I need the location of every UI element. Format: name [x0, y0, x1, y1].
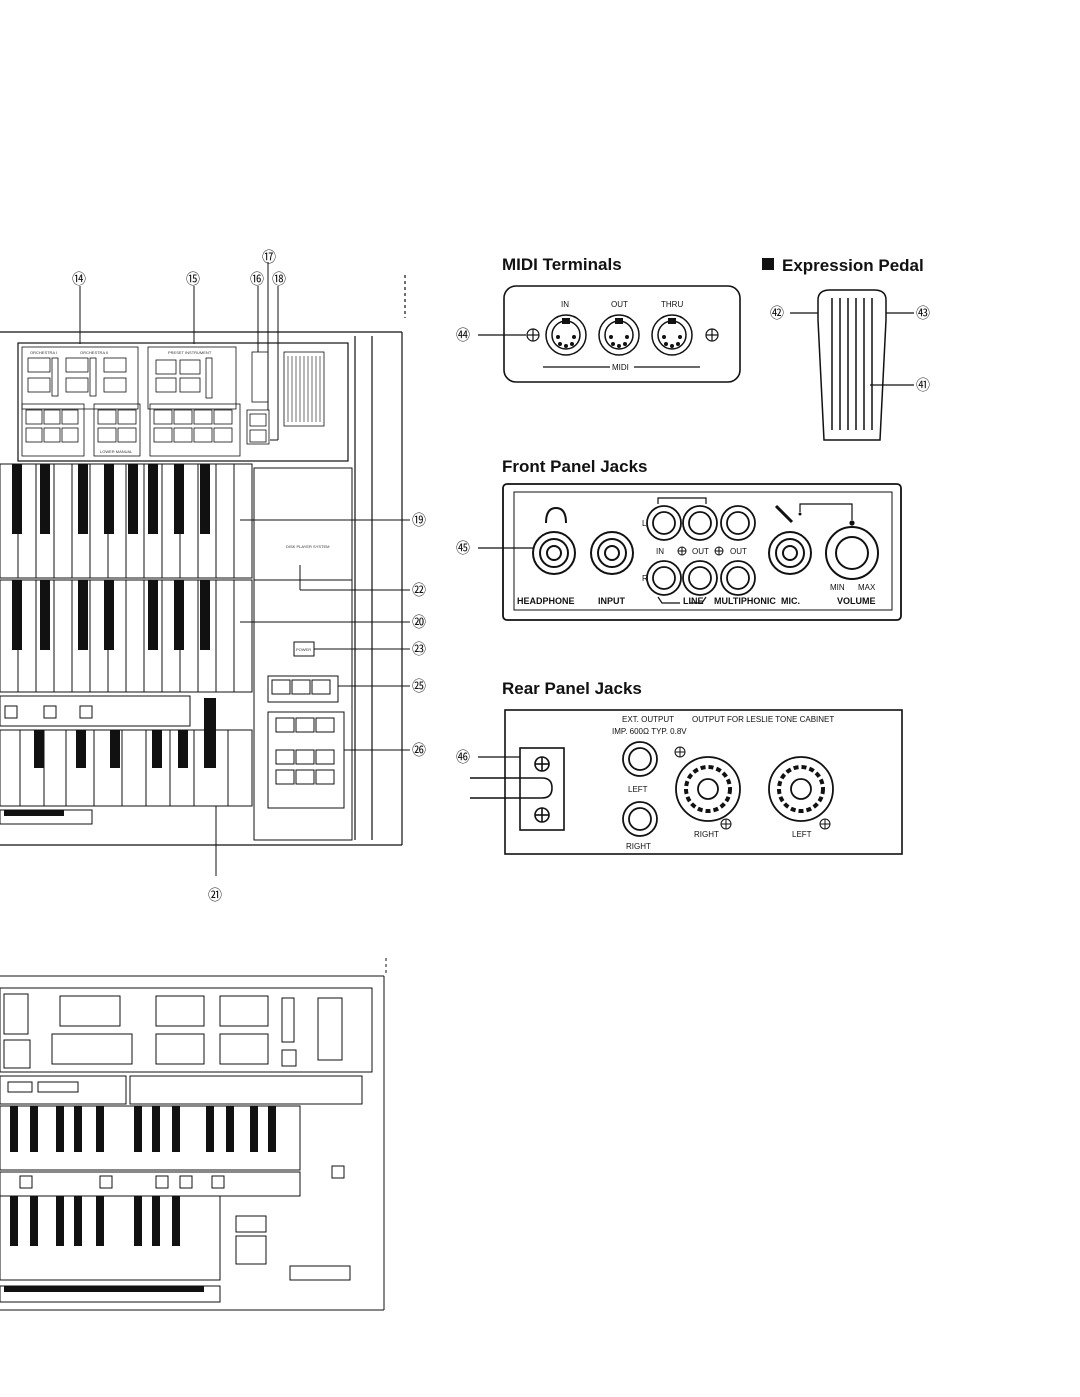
multiphonic-label: MULTIPHONIC	[714, 596, 776, 606]
disk-player-system-label: DISK PLAYER SYSTEM	[286, 544, 330, 549]
rear-panel-jacks-heading: Rear Panel Jacks	[502, 679, 642, 698]
orchestra-1-label: ORCHESTRA I	[30, 350, 57, 355]
volume-max-label: MAX	[858, 583, 876, 592]
input-jack	[590, 531, 634, 575]
pedal-black-keys	[4, 698, 216, 816]
midi-bus-label: MIDI	[612, 363, 629, 372]
section-bullet-square	[762, 258, 774, 270]
line-out-r-jack	[682, 560, 718, 596]
line-out-label: OUT	[692, 547, 709, 556]
power-cord-outlet	[470, 747, 565, 831]
headphone-icon	[545, 506, 567, 524]
rear-panel	[504, 709, 903, 855]
callout-15: ⑮	[186, 272, 200, 288]
lower-manual-keys	[0, 579, 253, 693]
lower-manual-label: LOWER MANUAL	[100, 449, 133, 454]
callout-23: ㉓	[412, 642, 426, 658]
disk-player-panel	[253, 467, 353, 841]
right-channel-label: R	[642, 574, 648, 583]
line-in-label: IN	[656, 547, 664, 556]
pedal-area	[0, 695, 253, 825]
multiphonic-out-l-jack	[720, 505, 756, 541]
mic-jack	[768, 531, 812, 575]
microphone-icon	[774, 504, 794, 524]
pedal-leaders	[790, 312, 914, 386]
callout-17: ⑰	[262, 250, 276, 266]
left-channel-label: L	[642, 519, 647, 528]
midi-screws	[526, 328, 719, 368]
leslie-left-label: LEFT	[792, 830, 812, 839]
multiphonic-out-label: OUT	[730, 547, 747, 556]
line-label: LINE	[683, 596, 704, 606]
midi-terminal-panel	[503, 285, 741, 383]
leslie-right-connector	[675, 756, 741, 822]
input-label: INPUT	[598, 596, 626, 606]
multiphonic-out-r-jack	[720, 560, 756, 596]
midi-pin-dots	[556, 318, 682, 348]
callout-21: ㉑	[208, 888, 222, 904]
mic-volume-bracket	[799, 503, 855, 526]
callout-22: ㉒	[412, 583, 426, 599]
panel-buttons	[25, 357, 267, 443]
ext-output-label: EXT. OUTPUT	[622, 715, 674, 724]
front-screws	[677, 546, 724, 556]
volume-knob	[825, 526, 879, 580]
ext-left-label: LEFT	[628, 785, 648, 794]
callout-25: ㉕	[412, 679, 426, 695]
leader-lines	[79, 262, 410, 876]
callout-18: ⑱	[272, 272, 286, 288]
leslie-output-label: OUTPUT FOR LESLIE TONE CABINET	[692, 715, 834, 724]
callout-26: ㉖	[412, 743, 426, 759]
front-panel	[502, 483, 902, 621]
mic-label: MIC.	[781, 596, 800, 606]
volume-label: VOLUME	[837, 596, 876, 606]
leslie-right-label: RIGHT	[694, 830, 719, 839]
callout-14: ⑭	[72, 272, 86, 288]
callout-44: ㊹	[456, 328, 470, 344]
orchestra-2-label: ORCHESTRA II	[80, 350, 108, 355]
callout-16: ⑯	[250, 272, 264, 288]
rear-screws	[674, 746, 831, 830]
line-in-l-jack	[646, 505, 682, 541]
upper-manual-keys	[0, 463, 253, 579]
organ-alt-model-view	[0, 958, 387, 1311]
leslie-left-connector	[768, 756, 834, 822]
expression-pedal-heading: Expression Pedal	[782, 256, 924, 275]
ext-right-label: RIGHT	[626, 842, 651, 851]
midi-out-label: OUT	[611, 300, 628, 309]
callout-19: ⑲	[412, 513, 426, 529]
callout-45: ㊺	[456, 541, 470, 557]
mic-dot	[798, 512, 802, 516]
callout-20: ⑳	[412, 615, 426, 631]
expression-pedal-drawing	[817, 289, 887, 441]
preset-instrument-label: PRESET INSTRUMENT	[168, 350, 212, 355]
midi-thru-label: THRU	[661, 300, 683, 309]
impedance-label: IMP. 600Ω TYP. 0.8V	[612, 727, 687, 736]
ext-output-right-jack	[622, 801, 658, 837]
callout-42: ㊷	[770, 306, 784, 322]
alt-model-black-keys	[4, 1106, 276, 1292]
line-out-l-jack	[682, 505, 718, 541]
upper-manual-black-keys	[12, 464, 210, 534]
power-label: POWER	[296, 647, 311, 652]
front-panel-jacks-heading: Front Panel Jacks	[502, 457, 648, 476]
headphone-label: HEADPHONE	[517, 596, 575, 606]
volume-min-label: MIN	[830, 583, 845, 592]
ext-output-left-jack	[622, 741, 658, 777]
line-in-r-jack	[646, 560, 682, 596]
headphone-jack	[532, 531, 576, 575]
midi-in-label: IN	[561, 300, 569, 309]
midi-terminals-heading: MIDI Terminals	[502, 255, 622, 274]
line-brackets	[657, 497, 707, 604]
callout-43: ㊸	[916, 306, 930, 322]
lower-manual-black-keys	[12, 580, 210, 650]
callout-46: ㊻	[456, 750, 470, 766]
callout-41: ㊶	[916, 378, 930, 394]
speaker-grille	[287, 356, 321, 422]
